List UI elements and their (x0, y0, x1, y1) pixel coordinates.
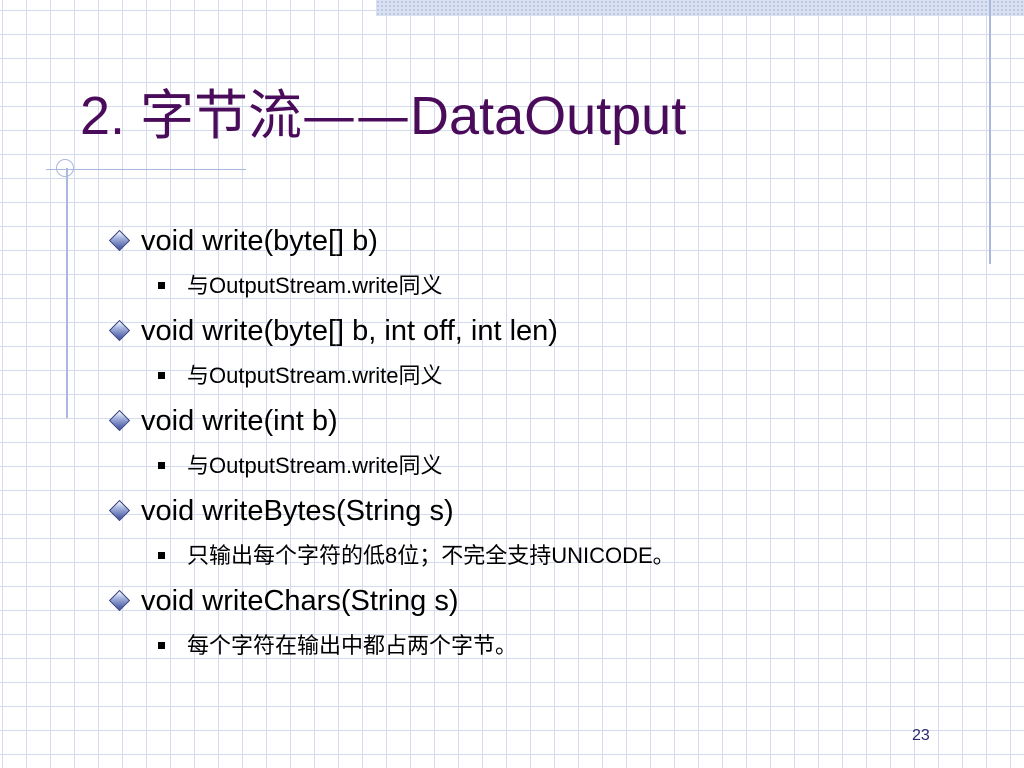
diamond-bullet-icon (108, 589, 131, 611)
sub-bullet-text: 只输出每个字符的低8位；不完全支持UNICODE。 (187, 543, 675, 568)
bullet-text: void writeBytes(String s) (141, 495, 454, 527)
slide-title: 2. 字节流——DataOutput (80, 86, 686, 146)
title-underline (46, 169, 246, 170)
bullet-text: void write(byte[] b, int off, int len) (141, 315, 558, 347)
sub-bullet-item: 与OutputStream.write同义 (158, 275, 443, 297)
title-number: 2. (80, 86, 141, 146)
title-dash: —— (302, 84, 411, 147)
diamond-bullet-icon (108, 499, 131, 521)
bullet-text: void write(byte[] b) (141, 225, 378, 257)
diamond-bullet-icon (108, 229, 131, 251)
bullet-item: void write(int b) (108, 407, 338, 436)
square-bullet-icon (158, 371, 165, 379)
bullet-item: void writeBytes(String s) (108, 497, 454, 526)
bullet-text: void writeChars(String s) (141, 585, 459, 617)
sub-bullet-item: 每个字符在输出中都占两个字节。 (158, 635, 517, 657)
top-band-decoration (376, 0, 1024, 16)
sub-bullet-text: 与OutputStream.write同义 (187, 453, 443, 478)
square-bullet-icon (158, 641, 165, 649)
title-cjk: 字节流 (140, 84, 303, 147)
bullet-item: void writeChars(String s) (108, 587, 458, 616)
square-bullet-icon (158, 461, 165, 469)
right-vertical-line (989, 0, 991, 264)
bullet-item: void write(byte[] b, int off, int len) (108, 317, 558, 346)
bullet-item: void write(byte[] b) (108, 227, 378, 256)
square-bullet-icon (158, 281, 165, 289)
diamond-bullet-icon (108, 319, 131, 341)
bullet-text: void write(int b) (141, 405, 338, 437)
sub-bullet-item: 与OutputStream.write同义 (158, 365, 443, 387)
circle-ornament-icon (56, 159, 74, 177)
sub-bullet-item: 与OutputStream.write同义 (158, 455, 443, 477)
left-vertical-line (66, 168, 68, 418)
sub-bullet-text: 每个字符在输出中都占两个字节。 (187, 633, 518, 658)
sub-bullet-text: 与OutputStream.write同义 (187, 273, 443, 298)
diamond-bullet-icon (108, 409, 131, 431)
sub-bullet-item: 只输出每个字符的低8位；不完全支持UNICODE。 (158, 545, 675, 567)
sub-bullet-text: 与OutputStream.write同义 (187, 363, 443, 388)
page-number: 23 (912, 727, 930, 744)
square-bullet-icon (158, 551, 165, 559)
title-latin: DataOutput (410, 86, 687, 146)
